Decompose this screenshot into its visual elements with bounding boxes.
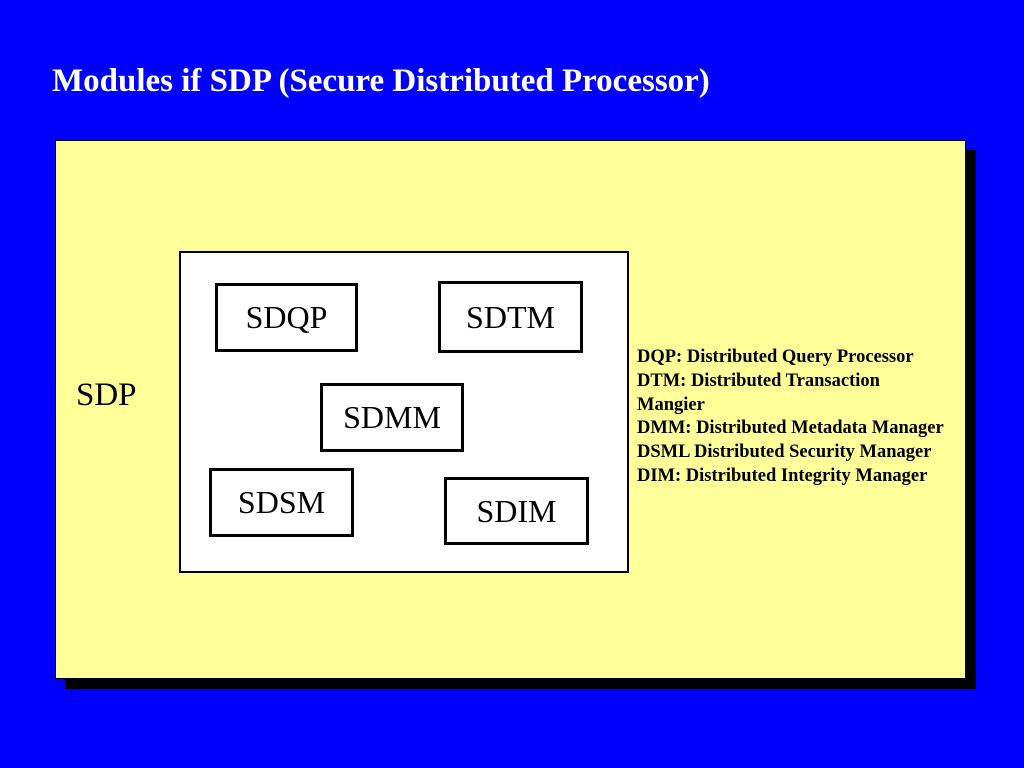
definition-line-dtm-wrap: Mangier (637, 394, 705, 415)
module-box-sdtm: SDTM (438, 281, 583, 353)
slide-title: Modules if SDP (Secure Distributed Proce… (52, 63, 710, 99)
definitions-block: DQP: Distributed Query Processor DTM: Di… (637, 346, 944, 489)
definition-line-dsml: DSML Distributed Security Manager (637, 442, 932, 463)
definition-line-dim: DIM: Distributed Integrity Manager (637, 465, 928, 486)
module-box-sdmm: SDMM (320, 383, 464, 452)
modules-container-box: SDQP SDTM SDMM SDSM SDIM (179, 251, 629, 573)
module-label-sdim: SDIM (476, 492, 557, 529)
module-box-sdsm: SDSM (209, 468, 354, 537)
definition-line-dmm: DMM: Distributed Metadata Manager (637, 418, 944, 439)
panel-label-sdp: SDP (76, 377, 137, 413)
module-label-sdqp: SDQP (245, 299, 328, 335)
module-label-sdsm: SDSM (237, 484, 326, 520)
module-label-sdtm: SDTM (466, 298, 555, 335)
definition-line-dtm: DTM: Distributed Transaction (637, 370, 880, 391)
definition-line-dqp: DQP: Distributed Query Processor (637, 347, 914, 367)
module-box-sdqp: SDQP (215, 283, 358, 352)
module-box-sdim: SDIM (444, 477, 589, 545)
module-label-sdmm: SDMM (343, 399, 441, 435)
